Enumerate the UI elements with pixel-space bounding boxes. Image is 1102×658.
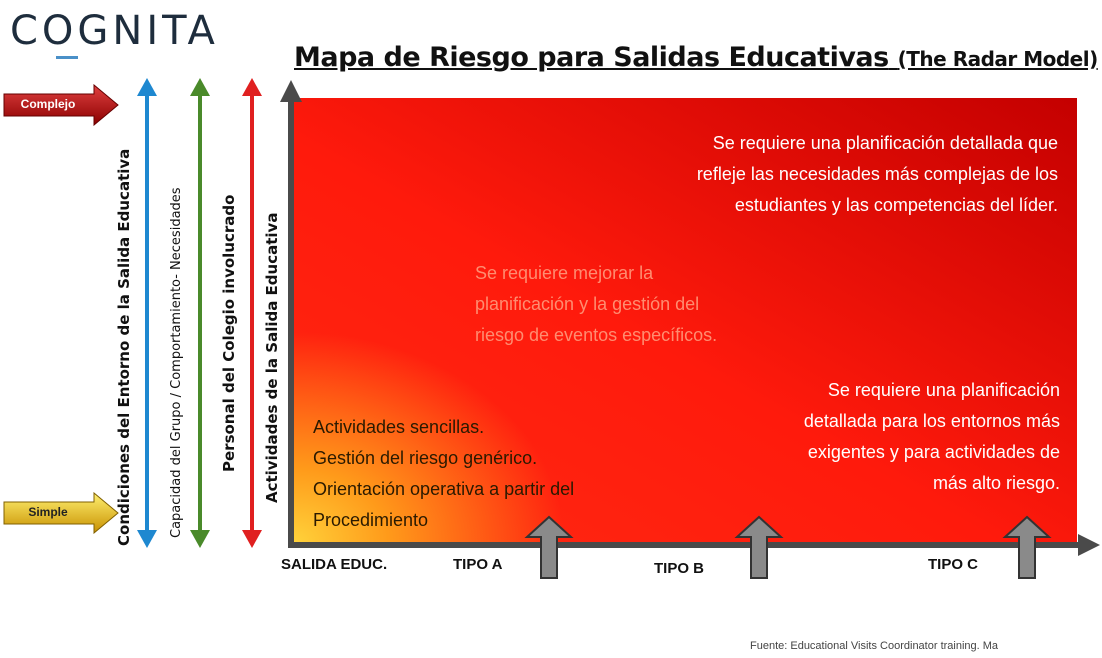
region-events-line: planificación y la gestión del — [475, 294, 700, 314]
tipo-b-arrow — [734, 515, 784, 579]
region-events: Se requiere mejorar la planificación y l… — [475, 258, 795, 351]
region-complex-line: Se requiere una planificación detallada … — [712, 133, 1058, 153]
x-label-origin: SALIDA EDUC. — [281, 556, 388, 573]
y-axis-arrowhead — [280, 80, 302, 102]
region-simple: Actividades sencillas. Gestión del riesg… — [313, 412, 673, 536]
title-main: Mapa de Riesgo para Salidas Educativas — [294, 42, 889, 73]
logo-accent — [56, 56, 78, 59]
risk-gradient-area — [294, 98, 1077, 542]
tipo-a-arrow — [524, 515, 574, 579]
region-events-line: Se requiere mejorar la — [475, 263, 654, 283]
region-demanding: Se requiere una planificación detallada … — [718, 375, 1060, 499]
region-events-line: riesgo de eventos específicos. — [475, 325, 718, 345]
vertical-scale-arrows — [137, 78, 262, 548]
title-suffix: (The Radar Model) — [897, 47, 1099, 71]
region-simple-line: Orientación operativa a partir del — [313, 479, 575, 499]
region-demanding-line: detallada para los entornos más — [803, 411, 1060, 431]
region-demanding-line: exigentes y para actividades de — [807, 442, 1060, 462]
complejo-arrow — [3, 84, 119, 126]
region-complex-line: estudiantes y las competencias del líder… — [734, 195, 1058, 215]
x-label-tipo-b: TIPO B — [654, 560, 705, 577]
region-complex-line: refleje las necesidades más complejas de… — [696, 164, 1058, 184]
simple-label: Simple — [28, 505, 68, 519]
cognita-logo: COGNITA — [10, 8, 219, 54]
x-axis-arrowhead — [1078, 534, 1100, 556]
region-simple-line: Gestión del riesgo genérico. — [313, 448, 538, 468]
simple-arrow — [3, 492, 119, 534]
complejo-label: Complejo — [20, 97, 76, 111]
x-label-tipo-a: TIPO A — [453, 556, 503, 573]
page-title: Mapa de Riesgo para Salidas Educativas (… — [294, 42, 1098, 73]
region-simple-line: Procedimiento — [313, 510, 429, 530]
tipo-c-arrow — [1002, 515, 1052, 579]
region-complex: Se requiere una planificación detallada … — [598, 128, 1058, 221]
region-simple-line: Actividades sencillas. — [313, 417, 485, 437]
region-demanding-line: Se requiere una planificación — [827, 380, 1060, 400]
source-note: Fuente: Educational Visits Coordinator t… — [750, 640, 999, 652]
region-demanding-line: más alto riesgo. — [932, 473, 1060, 493]
x-label-tipo-c: TIPO C — [928, 556, 979, 573]
